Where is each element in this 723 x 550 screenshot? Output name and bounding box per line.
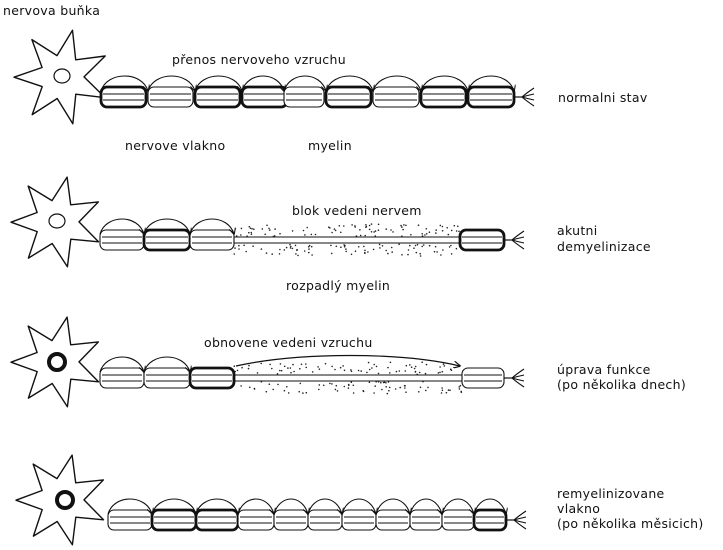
myelin-segment: [410, 510, 442, 530]
myelin-segment: [108, 510, 152, 530]
axon-terminal: [504, 369, 524, 387]
nucleus: [57, 492, 73, 508]
myelin-segment: [100, 230, 144, 250]
stage-remyelinated-fiber: [16, 455, 526, 545]
myelin-debris: [234, 361, 463, 394]
myelin-segment: [462, 368, 504, 388]
myelin-segment: [144, 230, 190, 250]
acute-label-line2: demyelinizace: [557, 239, 651, 254]
remyel-label-line1: remyelinizovane: [557, 486, 665, 501]
myelin-segment: [100, 368, 144, 388]
myelin-segment: [308, 510, 342, 530]
nucleus: [49, 214, 65, 228]
nucleus: [54, 69, 70, 83]
acute-label-line1: akutni: [557, 223, 598, 238]
recovery-label-line2: (po několika dnech): [557, 377, 686, 392]
stage-normal-state: [14, 30, 534, 124]
nerve-fiber-label: nervove vlakno: [125, 138, 225, 153]
nerve-cell-label: nervova buňka: [3, 3, 100, 18]
restored-conduction-label: obnovene vedeni vzruchu: [204, 335, 373, 350]
disintegrated-myelin-label: rozpadlý myelin: [286, 278, 390, 293]
stage-acute-demyelination: [11, 177, 524, 267]
myelin-segment: [242, 87, 287, 107]
myelin-segment: [326, 87, 371, 107]
myelin-segment: [421, 87, 466, 107]
myelin-segment: [342, 510, 376, 530]
conduction-block-label: blok vedeni nervem: [292, 203, 422, 218]
myelin-segment: [101, 87, 146, 107]
myelin-segment: [196, 510, 238, 530]
myelin-segment: [373, 87, 419, 107]
stage-functional-recovery: [11, 317, 524, 407]
myelin-segment: [274, 510, 308, 530]
myelin-segment: [190, 368, 234, 388]
myelin-segment: [460, 230, 504, 250]
myelin-segment: [468, 87, 514, 107]
axon-terminal: [504, 231, 524, 249]
myelin-segment: [190, 230, 234, 250]
myelin-segment: [442, 510, 474, 530]
myelin-segment: [195, 87, 240, 107]
axon-terminal: [506, 511, 526, 529]
remyel-label-line2: vlakno: [557, 501, 600, 516]
myelin-segment: [284, 87, 324, 107]
myelin-label: myelin: [308, 138, 352, 153]
myelin-segment: [238, 510, 274, 530]
recovery-label-line1: úprava funkce: [557, 362, 651, 377]
axon-terminal: [514, 88, 534, 106]
myelin-segment: [144, 368, 190, 388]
remyel-label-line3: (po několika měsicich): [557, 516, 704, 531]
nucleus: [49, 354, 65, 370]
myelin-segment: [148, 87, 193, 107]
normal-state-label: normalni stav: [558, 90, 648, 105]
transmission-label: přenos nervoveho vzruchu: [172, 52, 346, 67]
myelin-segment: [376, 510, 410, 530]
myelin-debris: [234, 223, 460, 256]
myelin-segment: [152, 510, 196, 530]
myelin-segment: [474, 510, 506, 530]
